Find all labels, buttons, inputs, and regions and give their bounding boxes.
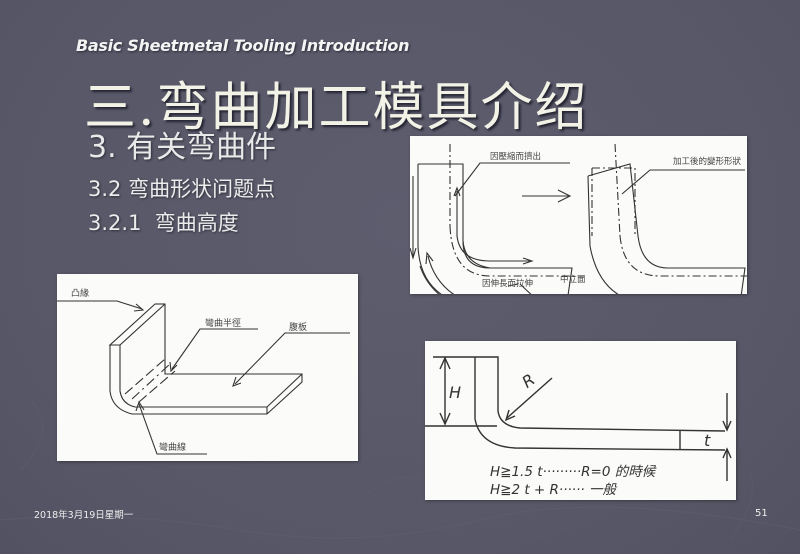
isometric-bend-diagram: 凸緣 彎曲半徑 腹板 彎曲線 bbox=[57, 287, 350, 455]
section-heading: 3. 有关弯曲件 bbox=[88, 130, 277, 165]
label-R: R bbox=[518, 370, 538, 392]
label-tension: 因伸長而拉伸 bbox=[482, 278, 533, 289]
slide-title: 三.弯曲加工模具介绍 bbox=[84, 78, 589, 138]
figure-bending-deformation: 因壓縮而擠出 加工後的變形形狀 中立面 因伸長而拉伸 bbox=[410, 136, 747, 294]
label-flange: 凸緣 bbox=[71, 287, 89, 299]
label-deformed-shape: 加工後的變形形狀 bbox=[673, 156, 742, 167]
rule-line-2: H≧2 t + R······ 一般 bbox=[490, 482, 617, 498]
bend-height-diagram: H R t H≧1.5 t·········R=0 的時候 H≧2 t + R·… bbox=[425, 356, 732, 498]
figure-bend-height-rule: H R t H≧1.5 t·········R=0 的時候 H≧2 t + R·… bbox=[425, 341, 736, 500]
topic-heading: 3.2.1 弯曲高度 bbox=[88, 211, 239, 235]
page-number: 51 bbox=[755, 508, 768, 519]
label-neutral-plane: 中立面 bbox=[560, 274, 586, 285]
label-t: t bbox=[704, 431, 711, 450]
label-compression: 因壓縮而擠出 bbox=[490, 151, 541, 162]
label-bend-line: 彎曲線 bbox=[159, 441, 186, 453]
bending-deformation-diagram: 因壓縮而擠出 加工後的變形形狀 中立面 因伸長而拉伸 bbox=[410, 143, 747, 294]
label-bend-radius: 彎曲半徑 bbox=[205, 317, 241, 329]
figure-isometric-bend: 凸緣 彎曲半徑 腹板 彎曲線 bbox=[57, 274, 358, 461]
slide-subtitle: Basic Sheetmetal Tooling Introduction bbox=[76, 36, 410, 55]
footer-date: 2018年3月19日星期一 bbox=[34, 510, 134, 521]
rule-line-1: H≧1.5 t·········R=0 的時候 bbox=[490, 464, 657, 480]
label-web: 腹板 bbox=[289, 321, 307, 333]
subsection-heading: 3.2 弯曲形状问题点 bbox=[88, 177, 276, 201]
label-H: H bbox=[449, 383, 461, 402]
